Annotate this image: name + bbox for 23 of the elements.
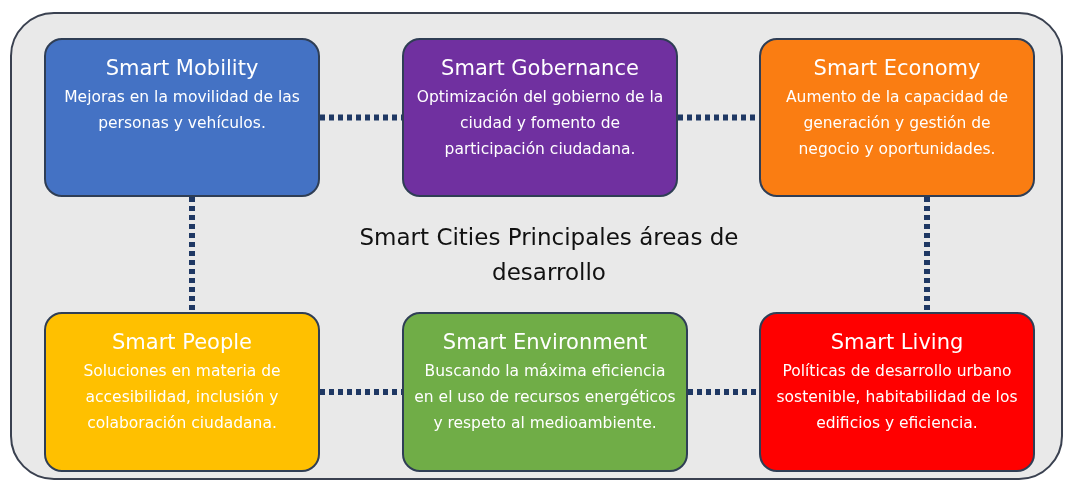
area-heading: Smart Mobility [105, 55, 259, 82]
area-box [402, 312, 688, 472]
area-box [44, 38, 320, 197]
area-description: Optimización del gobierno de la ciudad y fomento de participación ciudadana. [415, 87, 665, 160]
area-heading: Smart Gobernance [441, 55, 639, 82]
area-heading: Smart Living [830, 329, 964, 356]
area-description: Soluciones en materia de accesibilidad, inclusión y colaboración ciudadana. [82, 361, 282, 434]
area-heading: Smart Environment [442, 329, 648, 356]
dotted-connector [924, 197, 930, 312]
area-description: Políticas de desarrollo urbano sostenible, habitabilidad de los edificios y eficiencia. [775, 361, 1019, 434]
area-description: Mejoras en la movilidad de las personas y vehículos. [63, 87, 301, 134]
panel-background [10, 12, 1063, 480]
area-box [402, 38, 678, 197]
dotted-connector [189, 197, 195, 312]
area-heading: Smart Economy [813, 55, 981, 82]
dotted-connector [688, 389, 759, 395]
panel-label: Smart Cities Principales áreas de desarrollo [358, 223, 740, 287]
area-box [759, 38, 1035, 197]
area-box [759, 312, 1035, 472]
area-heading: Smart People [112, 329, 252, 356]
area-description: Aumento de la capacidad de generación y gestión de negocio y oportunidades. [784, 87, 1010, 160]
area-box [44, 312, 320, 472]
area-description: Buscando la máxima eficiencia en el uso de recursos energéticos y respeto al medioambiente. [414, 361, 676, 434]
